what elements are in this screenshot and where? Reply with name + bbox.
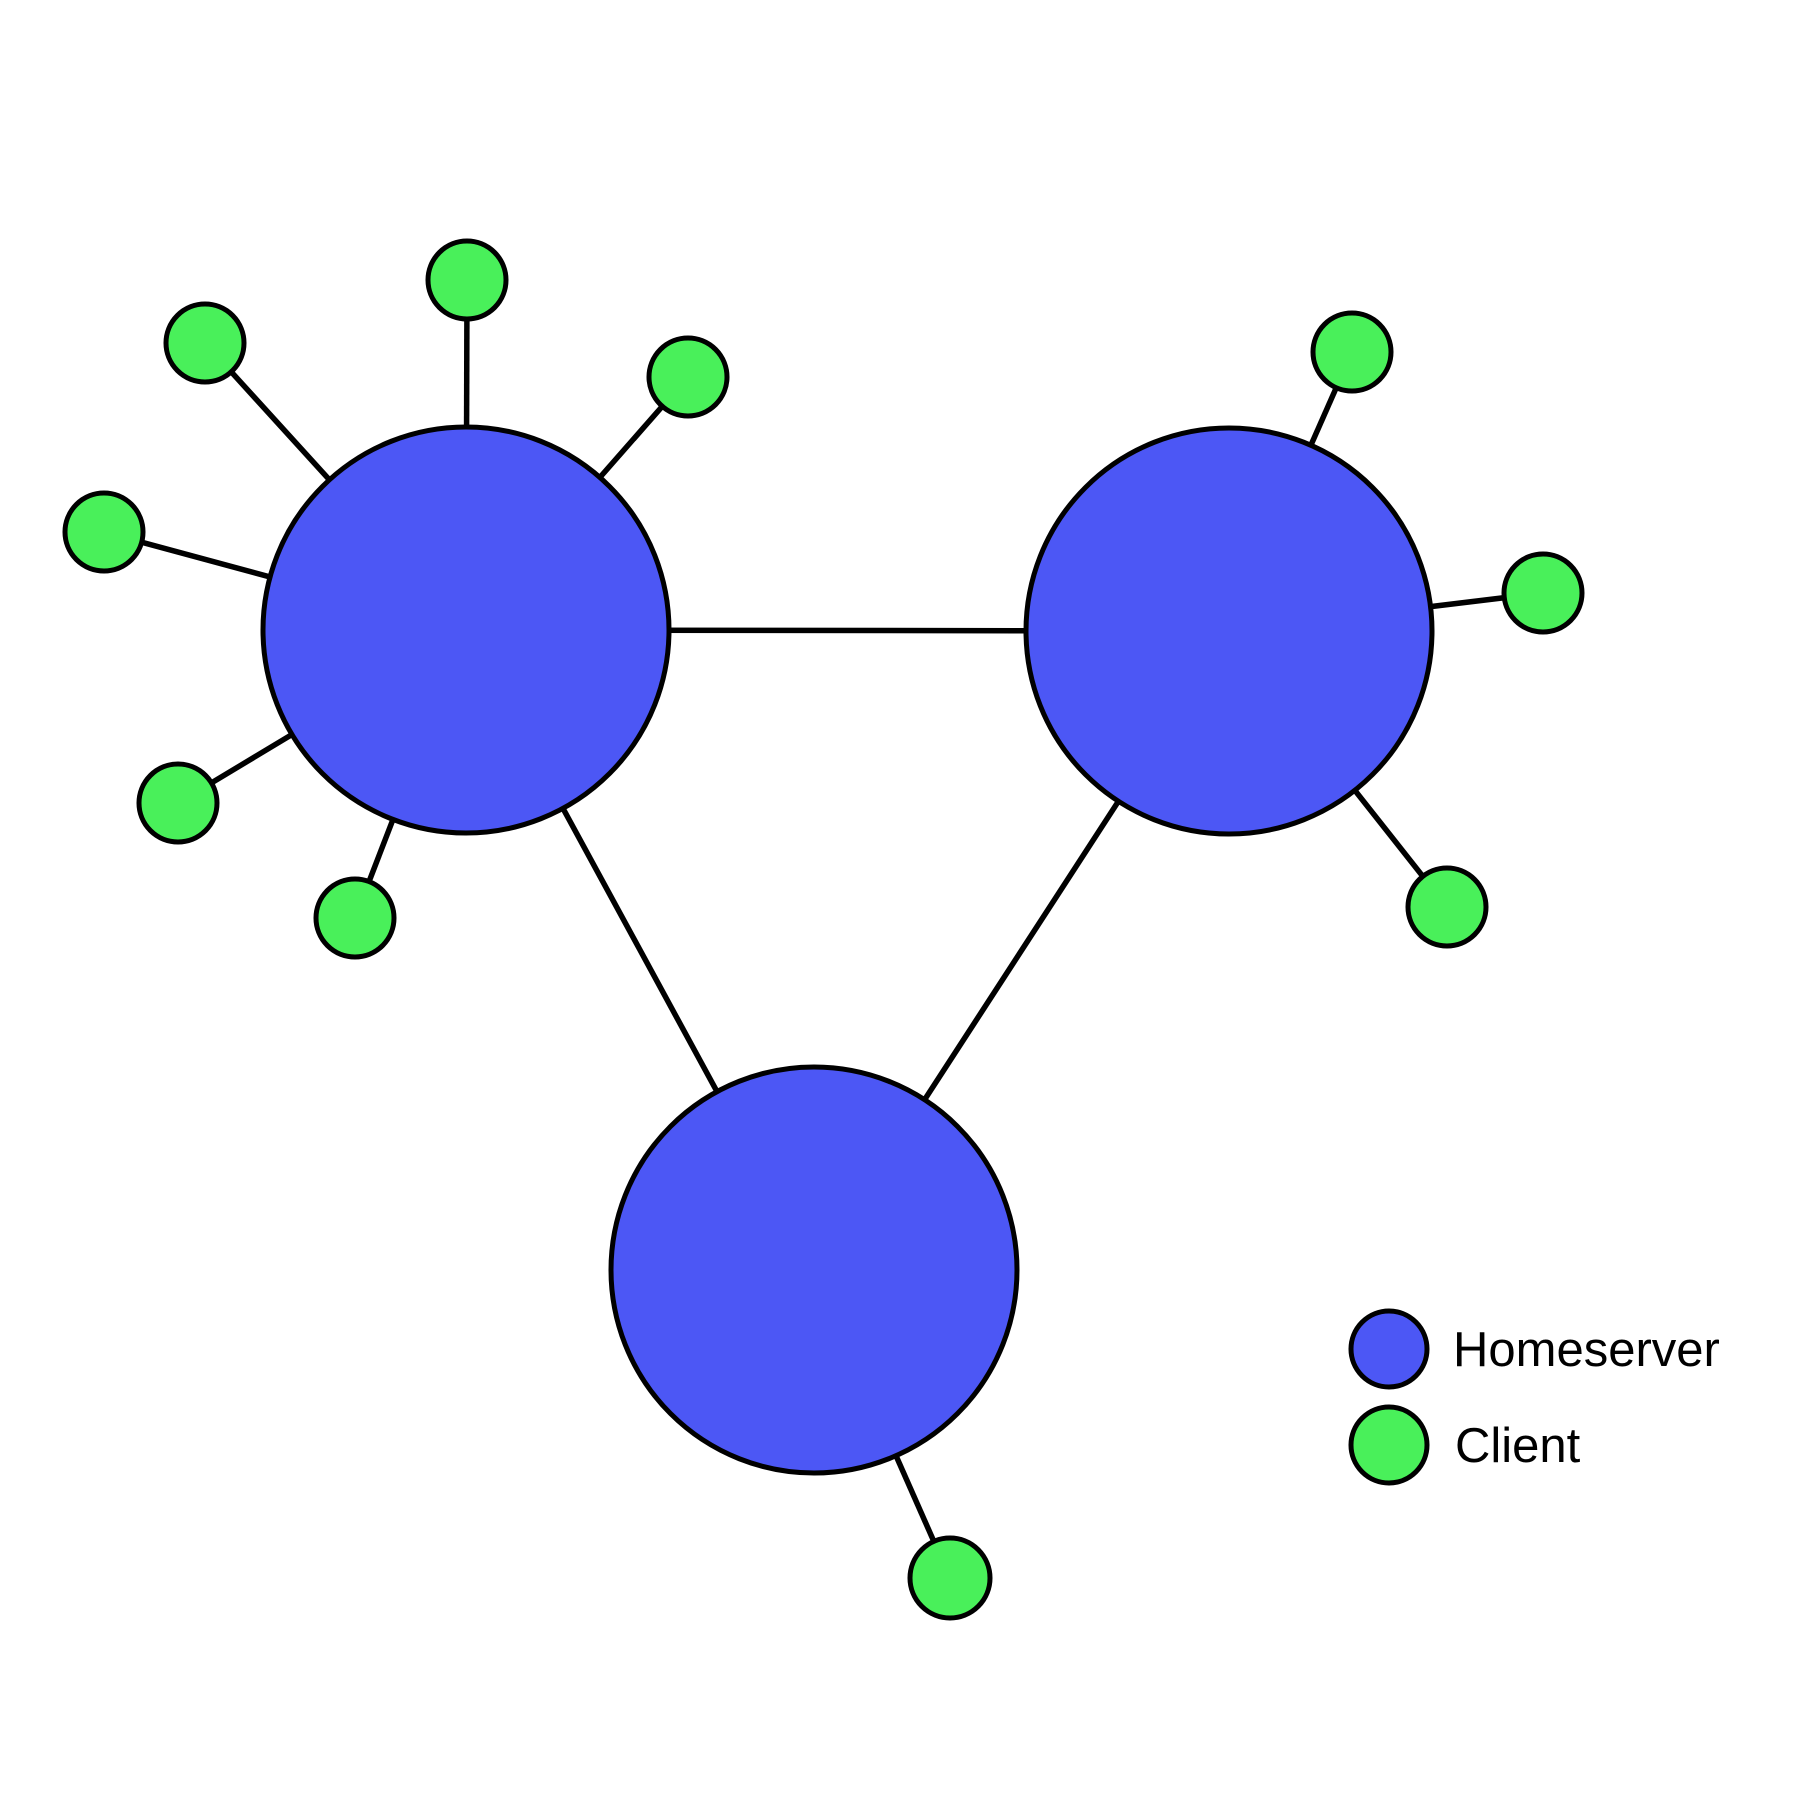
client-node-c2	[163, 301, 247, 385]
homeserver-node-hs1	[260, 424, 672, 836]
nodes-layer	[62, 238, 1585, 1621]
homeserver-node-hs2	[1023, 425, 1435, 837]
client-node-c10	[907, 1535, 993, 1621]
client-node-c6	[313, 876, 397, 960]
legend-homeserver-label: Homeserver	[1453, 1323, 1720, 1377]
client-node-c7	[1310, 310, 1394, 394]
client-node-c3	[646, 335, 730, 419]
client-node-c1	[425, 238, 509, 322]
client-node-c5	[136, 761, 220, 845]
client-node-c9	[1405, 865, 1489, 949]
homeserver-node-hs3	[608, 1064, 1020, 1476]
client-node-c8	[1501, 551, 1585, 635]
client-node-c4	[62, 490, 146, 574]
legend-homeserver-swatch	[1348, 1308, 1430, 1390]
legend-client-label: Client	[1455, 1419, 1581, 1473]
legend: Homeserver Client	[1348, 1308, 1720, 1486]
legend-client-swatch	[1348, 1404, 1430, 1486]
